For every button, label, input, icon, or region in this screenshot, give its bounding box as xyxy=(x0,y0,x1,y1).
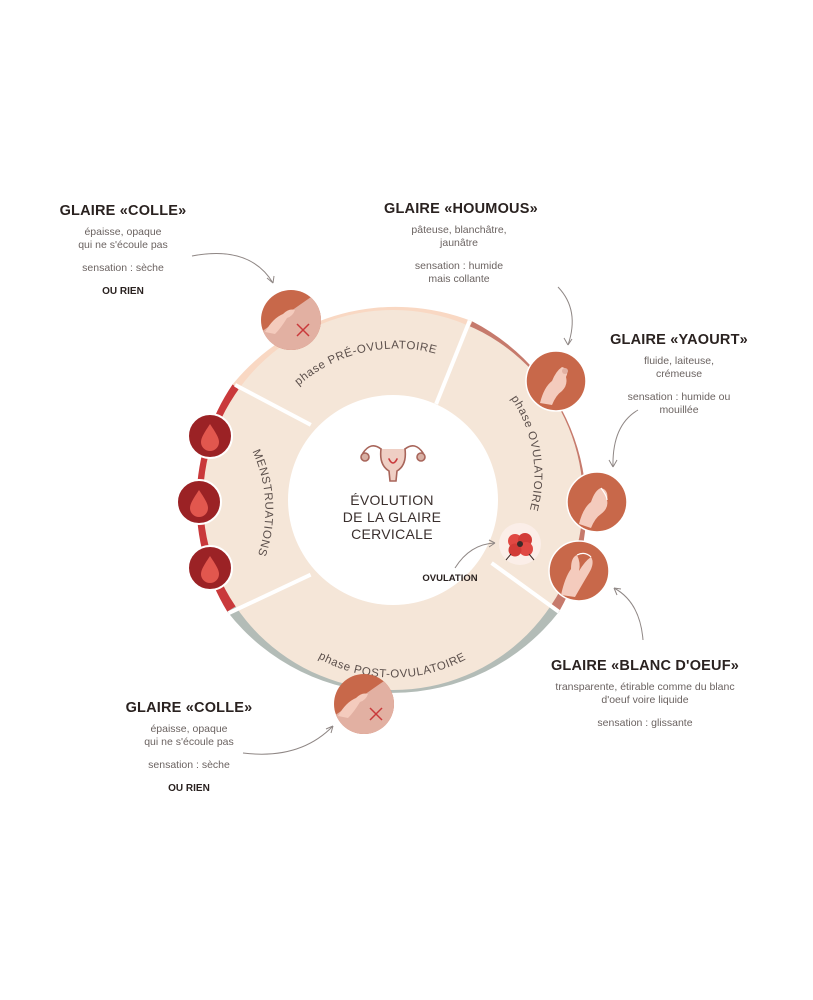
arrow-yaourt xyxy=(612,409,639,468)
label-yaourt: GLAIRE «YAOURT» fluide, laiteuse, crémeu… xyxy=(604,332,754,417)
arrow-ovulation xyxy=(454,542,496,569)
center-title: ÉVOLUTION DE LA GLAIRE CERVICALE xyxy=(342,492,442,542)
arrow-houmous xyxy=(557,286,573,346)
hand-pinch-icon xyxy=(525,350,587,412)
label-title: GLAIRE «COLLE» xyxy=(59,203,187,219)
blood-drop-icon xyxy=(176,479,222,525)
arrow-colle-top xyxy=(191,253,274,284)
inner-ring xyxy=(203,310,583,690)
hand-stretch-icon xyxy=(548,540,610,602)
label-houmous: GLAIRE «HOUMOUS» pâteuse, blanchâtre, ja… xyxy=(384,201,538,285)
label-title: GLAIRE «HOUMOUS» xyxy=(384,201,538,217)
label-colle-bottom: GLAIRE «COLLE» épaisse, opaque qui ne s'… xyxy=(114,700,264,794)
arrow-blanc xyxy=(613,587,644,641)
uterus-icon xyxy=(360,445,426,482)
label-title: GLAIRE «YAOURT» xyxy=(610,332,748,348)
label-blanc-oeuf: GLAIRE «BLANC D'OEUF» transparente, étir… xyxy=(530,658,760,730)
hand-cross-icon xyxy=(334,674,394,734)
blood-drop-icon xyxy=(187,413,233,459)
hand-pinch-icon xyxy=(566,471,628,533)
arrow-colle-bottom xyxy=(242,725,334,755)
flower-icon xyxy=(499,523,541,565)
hand-cross-icon xyxy=(261,290,321,350)
label-colle-top: GLAIRE «COLLE» épaisse, opaque qui ne s'… xyxy=(48,203,198,297)
blood-drop-icon xyxy=(187,545,233,591)
segment-dividers xyxy=(227,319,560,616)
label-title: GLAIRE «BLANC D'OEUF» xyxy=(550,658,740,674)
ovulation-label: OVULATION xyxy=(422,573,478,584)
label-title: GLAIRE «COLLE» xyxy=(125,700,253,716)
annotation-arrows xyxy=(191,253,644,755)
